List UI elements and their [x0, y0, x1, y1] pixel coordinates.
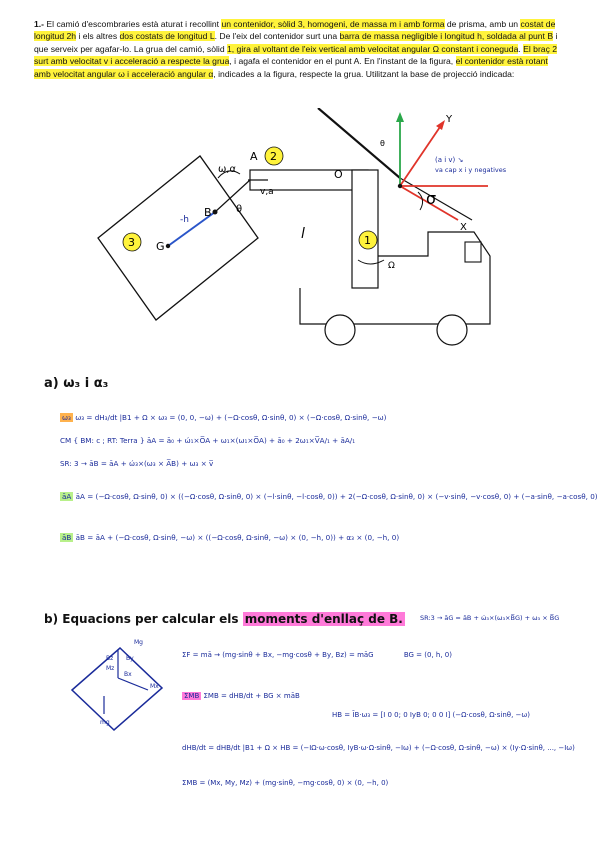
bar-BA: [214, 179, 251, 213]
arrow-red-head: [436, 120, 445, 130]
label-X: X: [460, 222, 467, 233]
angular-momentum-derivative: dHB/dt = dHB/dt |B1 + Ω × HB = (−IΩ·ω·co…: [182, 744, 575, 752]
dark-axis-2: [399, 177, 473, 221]
label-v-a: v,a: [260, 187, 274, 197]
label-G: G: [156, 240, 165, 253]
label-minus-h: -h: [180, 215, 189, 225]
equation-4: āA āA = (−Ω·cosθ, Ω·sinθ, 0) × ((−Ω·cosθ…: [60, 492, 598, 501]
point-O: [397, 183, 403, 189]
label-theta-small: θ: [380, 139, 385, 148]
label-l: l: [301, 226, 305, 242]
sum-moments: ΣMB ΣMB = dHB/dt + BG × māB: [182, 692, 300, 700]
wheel-rear: [324, 314, 356, 346]
angular-momentum: HB = ĪB·ω₃ = [I 0 0; 0 IyB 0; 0 0 I] (−Ω…: [332, 711, 530, 719]
label-Omega: Ω: [388, 261, 395, 271]
part-a-title: a) ω₃ i α₃: [44, 376, 109, 391]
label-1: 1: [364, 234, 371, 247]
red-X-axis: [399, 185, 459, 221]
arrow-green-head: [396, 112, 404, 122]
truck-window: [464, 241, 482, 263]
truck-body: [299, 231, 491, 325]
free-body-diagram: Mg By Bz Mz Bx Mx mg: [70, 639, 164, 732]
label-3: 3: [128, 236, 135, 249]
sigma-arc: [417, 191, 424, 211]
label-omega-alpha: ω,α: [218, 164, 237, 175]
part-a-equations: ω₃ ω₃ = dH₃/dt |B1 + Ω × ω₃ = (0, 0, −ω)…: [60, 412, 598, 543]
crane-1: [351, 169, 379, 289]
red-Y-axis: [399, 123, 443, 187]
problem-statement: 1.- El camió d'escombraries està aturat …: [34, 19, 558, 79]
fbd-label-3: Mz: [106, 665, 114, 672]
point-G: [165, 243, 171, 249]
note-line-1: (a i v) ↘: [435, 156, 463, 164]
label-2: 2: [270, 150, 277, 163]
part-b-right-equation: SR:3 → āG = āB + ώ₃×(ω₃×B̅G) + ω₃ × B̅G: [420, 614, 560, 622]
fbd-label-1: By: [126, 655, 134, 662]
label-O: O: [334, 168, 343, 181]
equation-1: ω₃ ω₃ = dH₃/dt |B1 + Ω × ω₃ = (0, 0, −ω)…: [60, 413, 387, 422]
equation-2: CM { BM: c ; RT: Terra } āA = ā₀ + ώ₁×O̅…: [60, 436, 356, 445]
fbd-label-0: Mg: [134, 639, 143, 646]
aA-marker: āA: [60, 492, 74, 501]
truck-crane-figure: A 2 O B G 3 1 θ -h l ω,α v,a Ω Y X σ θ (…: [97, 108, 507, 346]
note-line-2: va cap x i y negatives: [435, 166, 507, 174]
label-theta: θ: [236, 204, 242, 215]
equation-3: SR: 3 → āB = āA + ώ₃×(ω₃ × A̅B) + ω₃ × v…: [60, 459, 214, 468]
sum-moments-2: ΣMB = (Mx, My, Mz) + (mg·sinθ, −mg·cosθ,…: [182, 779, 389, 787]
wheel-front: [436, 314, 468, 346]
fbd-label-2: Bz: [106, 655, 113, 662]
label-B: B: [204, 206, 212, 219]
part-b-equations: ΣF = mā → (mg·sinθ + Bx, −mg·cosθ + By, …: [182, 650, 592, 789]
aB-marker: āB: [60, 533, 74, 542]
omega-arc-1: [357, 259, 385, 265]
label-A: A: [250, 150, 258, 163]
rotation-arc: [217, 170, 241, 179]
equation-5: āB āB = āA + (−Ω·cosθ, Ω·sinθ, −ω) × ((−…: [60, 533, 400, 542]
fbd-label-4: Bx: [124, 671, 132, 678]
container-axis: [167, 211, 216, 247]
problem-number: 1.-: [34, 19, 45, 29]
label-Y: Y: [445, 114, 453, 125]
fbd-label-6: mg: [100, 719, 110, 726]
dark-axis: [317, 108, 401, 179]
omega3-marker: ω₃: [60, 413, 73, 422]
sum-forces: ΣF = mā → (mg·sinθ + Bx, −mg·cosθ + By, …: [182, 651, 452, 659]
fbd-label-5: Mx: [150, 683, 159, 690]
part-b-title: b) Equacions per calcular els moments d'…: [44, 612, 405, 626]
label-sigma: σ: [426, 189, 436, 208]
